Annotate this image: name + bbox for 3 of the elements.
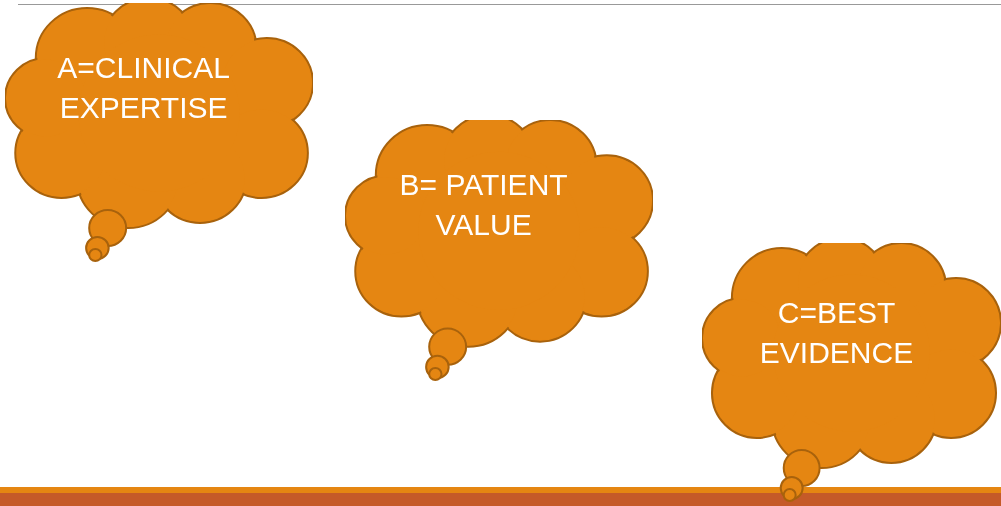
cloud-text: C=BEST EVIDENCE bbox=[758, 295, 915, 371]
cloud-text: A=CLINICAL EXPERTISE bbox=[56, 50, 231, 126]
cloud-text: B= PATIENT VALUE bbox=[398, 167, 569, 243]
